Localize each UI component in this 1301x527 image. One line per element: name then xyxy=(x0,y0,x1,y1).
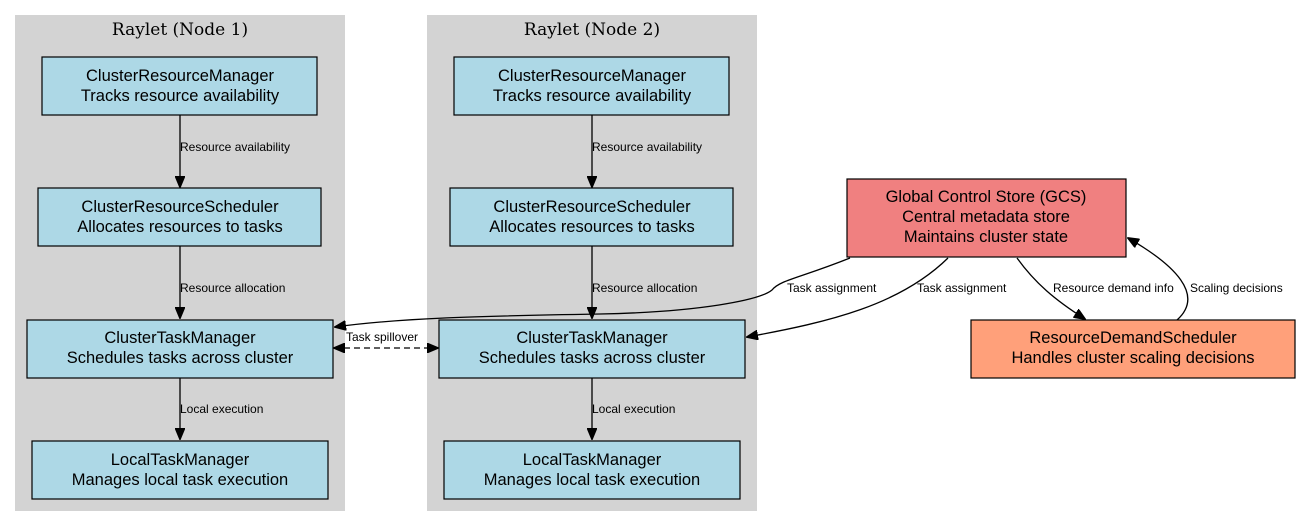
node-description: Manages local task execution xyxy=(484,471,700,489)
edge-label: Scaling decisions xyxy=(1190,281,1283,295)
edge-label: Resource availability xyxy=(592,140,702,154)
cluster-title-node-2: Raylet (Node 2) xyxy=(524,20,660,40)
node-title: LocalTaskManager xyxy=(523,451,662,469)
node-description: Tracks resource availability xyxy=(81,87,280,105)
edge-crm1-to-crs1: Resource availability xyxy=(180,115,290,187)
node-description: Handles cluster scaling decisions xyxy=(1011,349,1254,367)
node-cluster-task-manager-1: ClusterTaskManager Schedules tasks acros… xyxy=(26,319,334,379)
node-cluster-resource-scheduler-2: ClusterResourceScheduler Allocates resou… xyxy=(449,187,734,247)
edge-ctm1-to-ltm1: Local execution xyxy=(180,378,263,439)
node-description: Allocates resources to tasks xyxy=(489,218,694,236)
node-description: Allocates resources to tasks xyxy=(77,218,282,236)
node-title: ResourceDemandScheduler xyxy=(1029,329,1237,347)
node-description: Tracks resource availability xyxy=(493,87,692,105)
node-title: LocalTaskManager xyxy=(111,451,250,469)
edge-label: Task assignment xyxy=(787,281,877,295)
node-title: Global Control Store (GCS) xyxy=(886,188,1087,206)
node-title: ClusterResourceScheduler xyxy=(81,198,279,216)
edge-label: Local execution xyxy=(592,402,675,416)
node-description: Maintains cluster state xyxy=(904,228,1068,246)
node-description: Schedules tasks across cluster xyxy=(67,349,294,367)
node-title: ClusterTaskManager xyxy=(104,329,256,347)
node-title: ClusterResourceManager xyxy=(86,67,275,85)
node-title: ClusterResourceManager xyxy=(498,67,687,85)
edge-label: Local execution xyxy=(180,402,263,416)
edge-gcs-to-ctm2: Task assignment xyxy=(747,257,1007,337)
edge-rds-to-gcs: Scaling decisions xyxy=(1128,238,1283,321)
edge-gcs-to-rds: Resource demand info xyxy=(1016,257,1174,319)
edge-crs2-to-ctm2: Resource allocation xyxy=(592,246,697,318)
node-local-task-manager-2: LocalTaskManager Manages local task exec… xyxy=(443,440,741,500)
edge-label: Task spillover xyxy=(346,330,418,344)
edge-label: Resource demand info xyxy=(1053,281,1174,295)
node-cluster-resource-manager-2: ClusterResourceManager Tracks resource a… xyxy=(453,56,730,116)
edge-label: Resource allocation xyxy=(180,281,285,295)
node-description: Central metadata store xyxy=(902,208,1070,226)
node-title: ClusterResourceScheduler xyxy=(493,198,691,216)
node-cluster-task-manager-2: ClusterTaskManager Schedules tasks acros… xyxy=(438,319,746,379)
edge-label: Task assignment xyxy=(917,281,1007,295)
edge-gcs-to-ctm1: Task assignment xyxy=(335,257,877,327)
edge-label: Resource allocation xyxy=(592,281,697,295)
edge-label: Resource availability xyxy=(180,140,290,154)
node-local-task-manager-1: LocalTaskManager Manages local task exec… xyxy=(31,440,329,500)
node-description: Schedules tasks across cluster xyxy=(479,349,706,367)
edge-ctm2-to-ltm2: Local execution xyxy=(592,378,675,439)
edge-task-spillover: Task spillover xyxy=(334,330,438,348)
node-title: ClusterTaskManager xyxy=(516,329,668,347)
node-cluster-resource-manager-1: ClusterResourceManager Tracks resource a… xyxy=(41,56,318,116)
edge-crm2-to-crs2: Resource availability xyxy=(592,115,702,187)
edge-crs1-to-ctm1: Resource allocation xyxy=(180,246,285,318)
node-cluster-resource-scheduler-1: ClusterResourceScheduler Allocates resou… xyxy=(37,187,322,247)
node-description: Manages local task execution xyxy=(72,471,288,489)
cluster-title-node-1: Raylet (Node 1) xyxy=(112,20,248,40)
node-global-control-store: Global Control Store (GCS) Central metad… xyxy=(846,178,1127,258)
node-resource-demand-scheduler: ResourceDemandScheduler Handles cluster … xyxy=(970,319,1296,379)
